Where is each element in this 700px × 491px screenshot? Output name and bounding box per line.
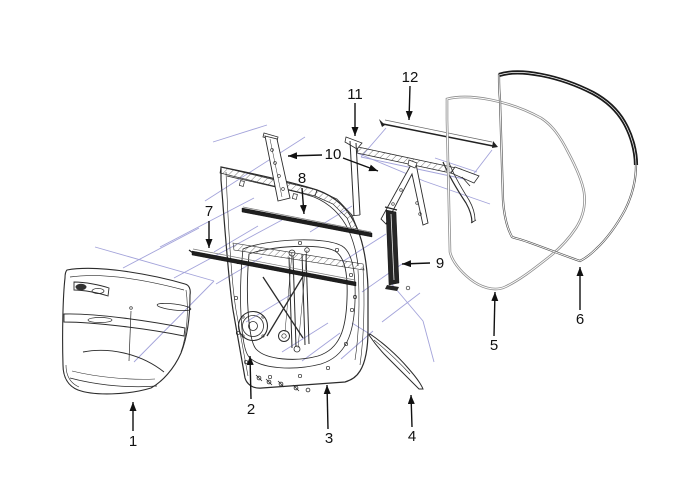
part-door-module bbox=[237, 245, 348, 360]
callout-10-label: 10 bbox=[325, 146, 342, 163]
callout-7: 7 bbox=[205, 203, 213, 248]
frame-clips bbox=[238, 180, 298, 200]
speaker bbox=[237, 310, 269, 342]
trim-lens-detail bbox=[156, 302, 192, 312]
projection-lines bbox=[94, 124, 493, 363]
callout-5: 5 bbox=[490, 291, 499, 354]
map-pocket bbox=[69, 349, 165, 388]
regulator-arms bbox=[262, 272, 306, 339]
callout-11-label: 11 bbox=[347, 86, 363, 103]
part-door-weatherstrip bbox=[445, 95, 586, 291]
callout-8: 8 bbox=[298, 170, 307, 215]
callout-9: 9 bbox=[401, 255, 444, 272]
callout-10: 10 bbox=[287, 146, 379, 172]
part-body-side-weatherstrip bbox=[497, 70, 639, 263]
callout-8-label: 8 bbox=[298, 170, 306, 187]
armrest bbox=[63, 313, 186, 337]
callout-1: 1 bbox=[129, 402, 137, 450]
regulator-motor bbox=[278, 330, 290, 342]
callout-2: 2 bbox=[246, 355, 255, 418]
callout-4-label: 4 bbox=[408, 428, 416, 445]
part-rear-channel bbox=[384, 206, 400, 291]
door-handle-bezel bbox=[73, 281, 110, 297]
part-frame-molding-strip bbox=[379, 119, 498, 148]
callouts: 1 2 3 4 5 6 7 8 bbox=[129, 69, 584, 450]
panel-bolt-holes bbox=[233, 240, 355, 380]
loose-screws bbox=[255, 374, 311, 393]
part-door-trim-panel bbox=[62, 267, 192, 395]
part-quadrant-cover bbox=[368, 333, 424, 390]
callout-9-label: 9 bbox=[436, 255, 444, 272]
part-belt-molding-inner bbox=[241, 206, 373, 238]
callout-2-label: 2 bbox=[247, 401, 255, 418]
part-division-applique bbox=[262, 132, 291, 202]
callout-3: 3 bbox=[323, 384, 333, 447]
callout-6: 6 bbox=[576, 267, 584, 328]
part-frame-corner-strip bbox=[344, 136, 363, 217]
part-belt-molding-outer bbox=[188, 248, 357, 287]
callout-6-label: 6 bbox=[576, 311, 584, 328]
callout-4: 4 bbox=[407, 394, 416, 445]
callout-7-label: 7 bbox=[205, 203, 213, 220]
callout-3-label: 3 bbox=[325, 430, 333, 447]
callout-11: 11 bbox=[347, 86, 363, 136]
callout-1-label: 1 bbox=[129, 433, 137, 450]
callout-12-label: 12 bbox=[402, 69, 419, 86]
callout-12: 12 bbox=[402, 69, 419, 121]
callout-5-label: 5 bbox=[490, 337, 498, 354]
inner-panel-opening bbox=[240, 239, 356, 369]
